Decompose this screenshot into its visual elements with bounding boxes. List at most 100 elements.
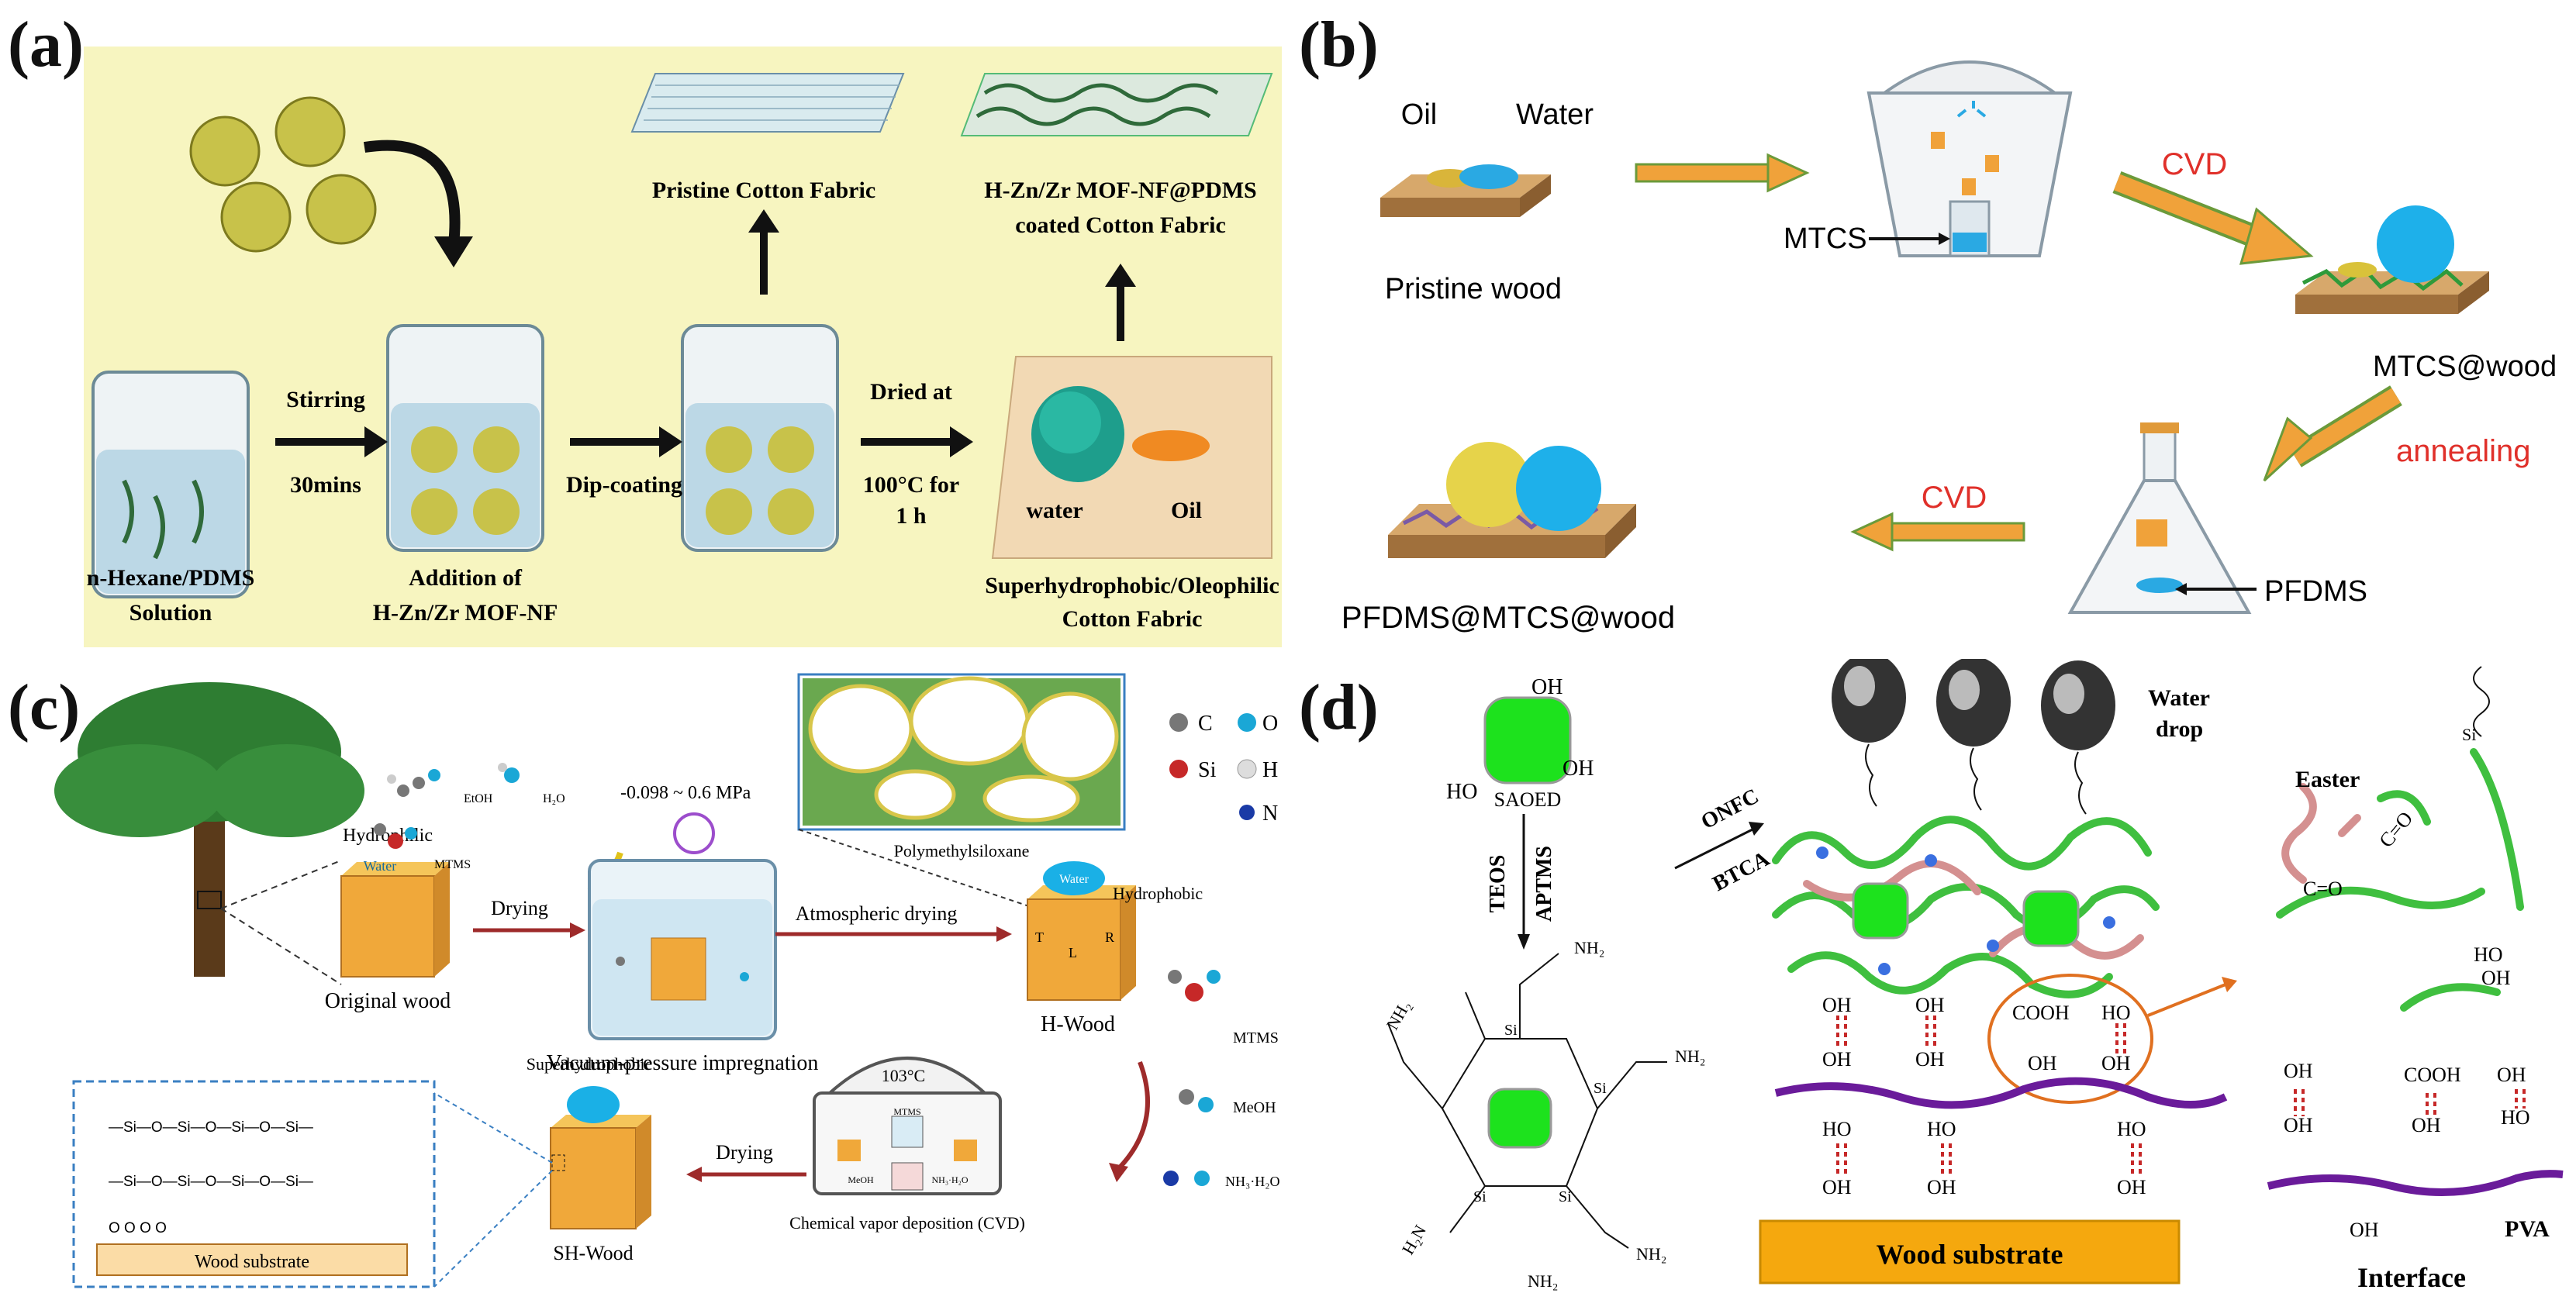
coated-fabric-droplets <box>991 356 1272 559</box>
panel-d: (d) OH OH HO SAOED TEOS APTMS NH₂ NH₂ NH… <box>1295 653 2576 1296</box>
beaker2-label-1: Addition of <box>409 565 523 591</box>
beaker2-label-2: H-Zn/Zr MOF-NF <box>373 600 558 626</box>
zoom-circle <box>1987 974 2153 1104</box>
legend-c: C <box>1198 712 1213 736</box>
atm-drying-label: Atmospheric drying <box>796 902 958 925</box>
curved-arrow <box>363 140 461 245</box>
pristine-fabric-icon <box>630 73 905 133</box>
si-3: Si <box>1594 1080 1607 1097</box>
panel-d-label: (d) <box>1299 671 1379 743</box>
molecules-top <box>374 763 520 849</box>
oil-label-b: Oil <box>1401 98 1437 131</box>
pressure-label: -0.098 ~ 0.6 MPa <box>620 783 751 803</box>
result-label-2: Cotton Fabric <box>1062 606 1203 632</box>
drying-top-label: Drying <box>491 897 548 919</box>
hydrogen-bonds-bottom <box>1836 1143 2142 1174</box>
fiber-network <box>1772 816 2160 998</box>
cooh-interface: COOH <box>2404 1064 2461 1086</box>
teos-label: TEOS <box>1486 855 1510 913</box>
water-label-b: Water <box>1516 98 1594 131</box>
cvd-chamber <box>813 1057 1002 1195</box>
wood-substrate-d-label: Wood substrate <box>1876 1239 2063 1270</box>
mtms-top-label: MTMS <box>434 858 471 871</box>
h2n-label: H₂N <box>1398 1222 1430 1258</box>
panel-d-figure: (d) OH OH HO SAOED TEOS APTMS NH₂ NH₂ NH… <box>1299 653 2564 1293</box>
oh-bottom-3: OH <box>2028 1052 2057 1074</box>
sh-wood-label: SH-Wood <box>553 1242 633 1264</box>
oh-wood-3: OH <box>2117 1176 2146 1198</box>
water-drop-label-2: drop <box>2156 716 2203 742</box>
easter-label: Easter <box>2295 767 2360 792</box>
saoed-ho-left: HO <box>1446 780 1477 804</box>
annealing-label: annealing <box>2396 434 2531 468</box>
nh2-2: NH₂ <box>1675 1047 1705 1066</box>
final-wood-block <box>1388 442 1636 558</box>
molecules-right <box>1163 970 1221 1186</box>
si-1: Si <box>1504 1022 1518 1039</box>
oh-interface-4: OH <box>2412 1114 2441 1136</box>
c-o-label-2: C=O <box>2374 807 2417 852</box>
si-2: Si <box>1559 1188 1572 1205</box>
oh-interface-1: OH <box>2481 967 2511 989</box>
flask <box>2067 422 2252 614</box>
ho-interface-6: HO <box>2501 1106 2530 1129</box>
oh-top-1: OH <box>1822 994 1852 1016</box>
svg-text:—Si—O—Si—O—Si—O—Si—: —Si—O—Si—O—Si—O—Si— <box>109 1119 313 1136</box>
oh-interface-2: OH <box>2284 1060 2313 1082</box>
mtcs-label: MTCS <box>1784 222 1867 255</box>
coated-fabric-icon <box>960 73 1273 136</box>
water-left-label: Water <box>364 858 397 874</box>
water-sh-label: Water <box>581 1073 614 1088</box>
panel-a: (a) Pristine Cotton Fabric H-Zn/Zr MOF-N… <box>0 0 1287 651</box>
water-right-label: Water <box>1059 873 1089 886</box>
coated-fabric-label-1: H-Zn/Zr MOF-NF@PDMS <box>984 178 1257 203</box>
dried-label-3: 1 h <box>896 503 927 529</box>
svg-text:O O O O: O O O O <box>109 1220 167 1236</box>
drying-bottom-label: Drying <box>716 1141 773 1164</box>
mtcs-wood-block <box>2295 205 2489 314</box>
oh-interface-3: OH <box>2284 1114 2313 1136</box>
aptms-label: APTMS <box>1532 846 1556 922</box>
original-wood-label: Original wood <box>325 989 451 1013</box>
pristine-wood-block <box>1380 164 1551 217</box>
beaker-3 <box>681 324 839 552</box>
pfdms-label: PFDMS <box>2264 575 2367 608</box>
oh-bottom-1: OH <box>1822 1048 1852 1071</box>
pva-chain <box>1774 1077 2228 1109</box>
arrow-cvd-bottom <box>1850 512 2025 552</box>
ho-interface-1: HO <box>2474 943 2503 966</box>
tree-icon <box>54 682 364 977</box>
panel-c-label: (c) <box>8 671 80 743</box>
fiber-nodes <box>1816 847 2115 975</box>
water-label: water <box>1026 498 1083 523</box>
h2o-label: H₂O <box>543 792 565 805</box>
si-interface: Si <box>2462 725 2476 744</box>
wood-substrate-d <box>1759 1219 2181 1284</box>
desiccator <box>1866 60 2073 257</box>
final-label: PFDMS@MTCS@wood <box>1342 601 1675 635</box>
result-label-1: Superhydrophobic/Oleophilic <box>985 573 1279 598</box>
mtcs-wood-label: MTCS@wood <box>2373 350 2557 383</box>
saoed-label: SAOED <box>1494 788 1562 811</box>
cvd-top-label: CVD <box>2162 147 2227 181</box>
panel-b-figure: (b) Oil Water Pristine wood MTCS CVD <box>1299 9 2557 635</box>
ho-pva-1: HO <box>1822 1118 1852 1140</box>
oil-label: Oil <box>1171 498 1202 523</box>
saoed-oh-top: OH <box>1531 675 1563 699</box>
nh2-4: NH₂ <box>1636 1244 1666 1264</box>
face-r: R <box>1105 929 1114 945</box>
mtms-right-label: MTMS <box>1233 1029 1279 1047</box>
dip-coating-label: Dip-coating <box>566 472 682 498</box>
ho-top-3: HO <box>2101 1002 2131 1024</box>
legend-h: H <box>1262 758 1278 782</box>
etoh-label: EtOH <box>464 792 493 805</box>
chamber-meoh: MeOH <box>848 1174 874 1185</box>
panel-c-figure: (c) Hydrophilic Water Original wood Dryi… <box>8 671 1280 1288</box>
chamber-mtms: MTMS <box>893 1106 920 1117</box>
coated-fabric-label-2: coated Cotton Fabric <box>1015 212 1226 238</box>
polymethylsiloxane-box <box>797 673 1126 831</box>
cooh-label-1: COOH <box>2012 1002 2070 1024</box>
vacuum-label: Vacuum-pressure impregnation <box>547 1051 819 1075</box>
element-legend <box>1169 713 1257 820</box>
oh-bottom-2: OH <box>1915 1048 1945 1071</box>
